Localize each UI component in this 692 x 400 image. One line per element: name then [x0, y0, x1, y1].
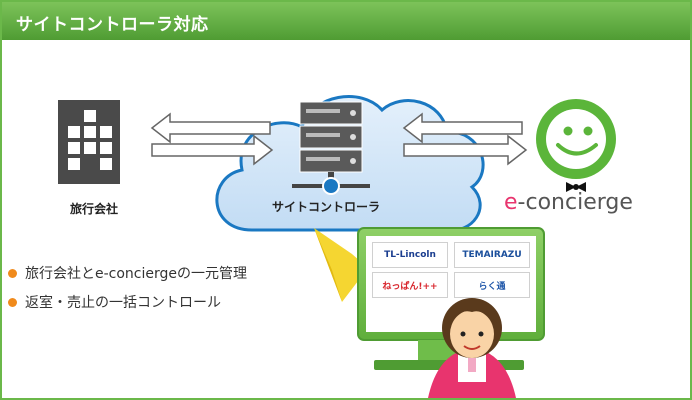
- bullet-text: 旅行会社とe-conciergeの一元管理: [25, 263, 247, 283]
- econcierge-logo-text: e-concierge: [504, 190, 633, 215]
- smile-face-icon: [536, 99, 616, 192]
- bullet-text: 返室・売止の一括コントロール: [25, 292, 221, 312]
- logo-text: TEMAIRAZU: [462, 250, 521, 260]
- bullet-dot: [8, 269, 17, 278]
- logo-tl-lincoln: TL-Lincoln: [372, 242, 448, 268]
- logo-text: TL-Lincoln: [384, 250, 436, 260]
- bullet-dot: [8, 298, 17, 307]
- bullet-item: 旅行会社とe-conciergeの一元管理: [8, 262, 247, 284]
- logo-rakutsu: らく通: [454, 272, 530, 298]
- econcierge-rest: -concierge: [518, 190, 633, 215]
- site-controller-label: サイトコントローラ: [272, 198, 380, 215]
- logo-text: らく通: [478, 279, 505, 292]
- building-icon: [58, 100, 120, 184]
- econcierge-prefix: e: [504, 190, 518, 215]
- logo-temairazu: TEMAIRAZU: [454, 242, 530, 268]
- travel-agency-label: 旅行会社: [70, 200, 118, 217]
- logo-neppan: ねっぱん!++: [372, 272, 448, 298]
- bullet-item: 返室・売止の一括コントロール: [8, 291, 221, 313]
- logo-text: ねっぱん!++: [382, 279, 437, 292]
